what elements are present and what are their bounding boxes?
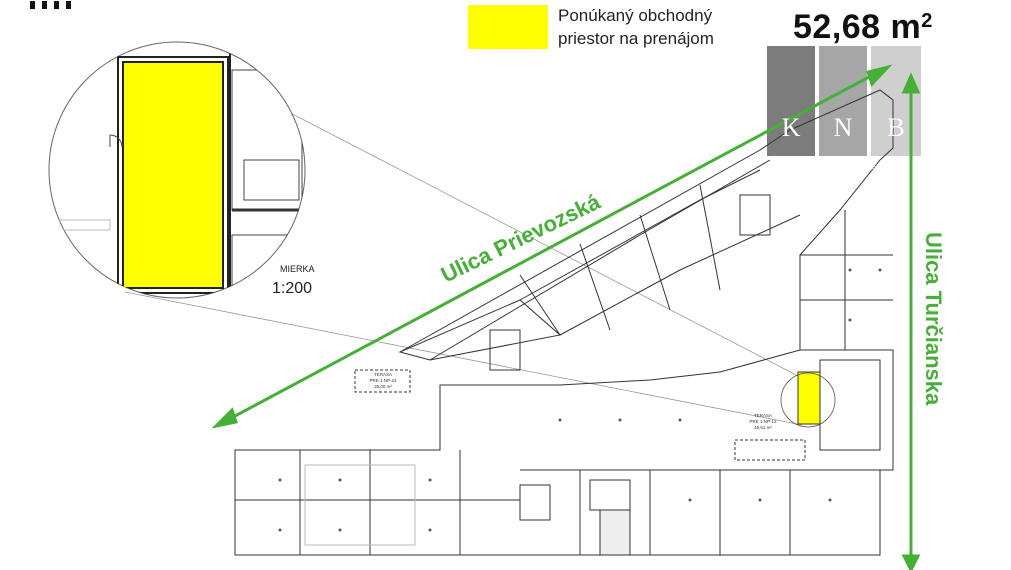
terrace-label-2: TERASA PRE 1.NP-12 45,51 m² <box>740 413 786 431</box>
scale-caption: MIERKA <box>280 264 315 274</box>
legend-label: Ponúkaný obchodný priestor na prenájom <box>558 4 773 50</box>
street-arrow-vertical <box>901 72 921 570</box>
logo-subtitle: REAL ESTATE AGENCY <box>804 162 895 171</box>
terrace-1-area: 35,00 m² <box>374 384 392 389</box>
logo-letter-k: K <box>781 113 801 142</box>
offered-unit-highlight <box>797 371 821 425</box>
terrace-2-unit: PRE 1.NP-12 <box>749 419 777 424</box>
building-outline <box>234 89 894 556</box>
logo-letter-n: N <box>833 113 853 142</box>
logo-panel-k <box>767 46 815 156</box>
terrace-2-area: 45,51 m² <box>754 425 772 430</box>
area-size-label: 52,68 m2 <box>793 8 933 47</box>
zoom-target-circle <box>780 372 836 428</box>
street-label-turcianska: Ulica Turčianska <box>921 232 946 406</box>
terrace-1-unit: PRE 1.NP-23 <box>369 378 397 383</box>
terrace-2-title: TERASA <box>753 413 772 418</box>
cropped-header-mark <box>30 0 150 9</box>
logo-letter-b: B <box>887 113 905 142</box>
area-unit-superscript: 2 <box>921 10 933 32</box>
terrace-label-1: TERASA PRE 1.NP-23 35,00 m² <box>360 372 406 390</box>
legend-line-1: Ponúkaný obchodný <box>558 6 713 25</box>
scale-value: 1:200 <box>272 280 313 297</box>
legend-line-2: priestor na prenájom <box>558 29 714 48</box>
zoom-connector-top <box>195 63 803 379</box>
zoom-detail-plan <box>59 50 305 298</box>
legend-swatch <box>468 5 548 49</box>
street-arrow-diagonal <box>211 64 893 429</box>
terrace-1-title: TERASA <box>373 372 392 377</box>
logo-panel-b <box>871 46 921 156</box>
area-value: 52,68 m <box>793 8 922 46</box>
column-grid <box>278 268 882 532</box>
zoom-connector-bottom <box>124 291 803 426</box>
